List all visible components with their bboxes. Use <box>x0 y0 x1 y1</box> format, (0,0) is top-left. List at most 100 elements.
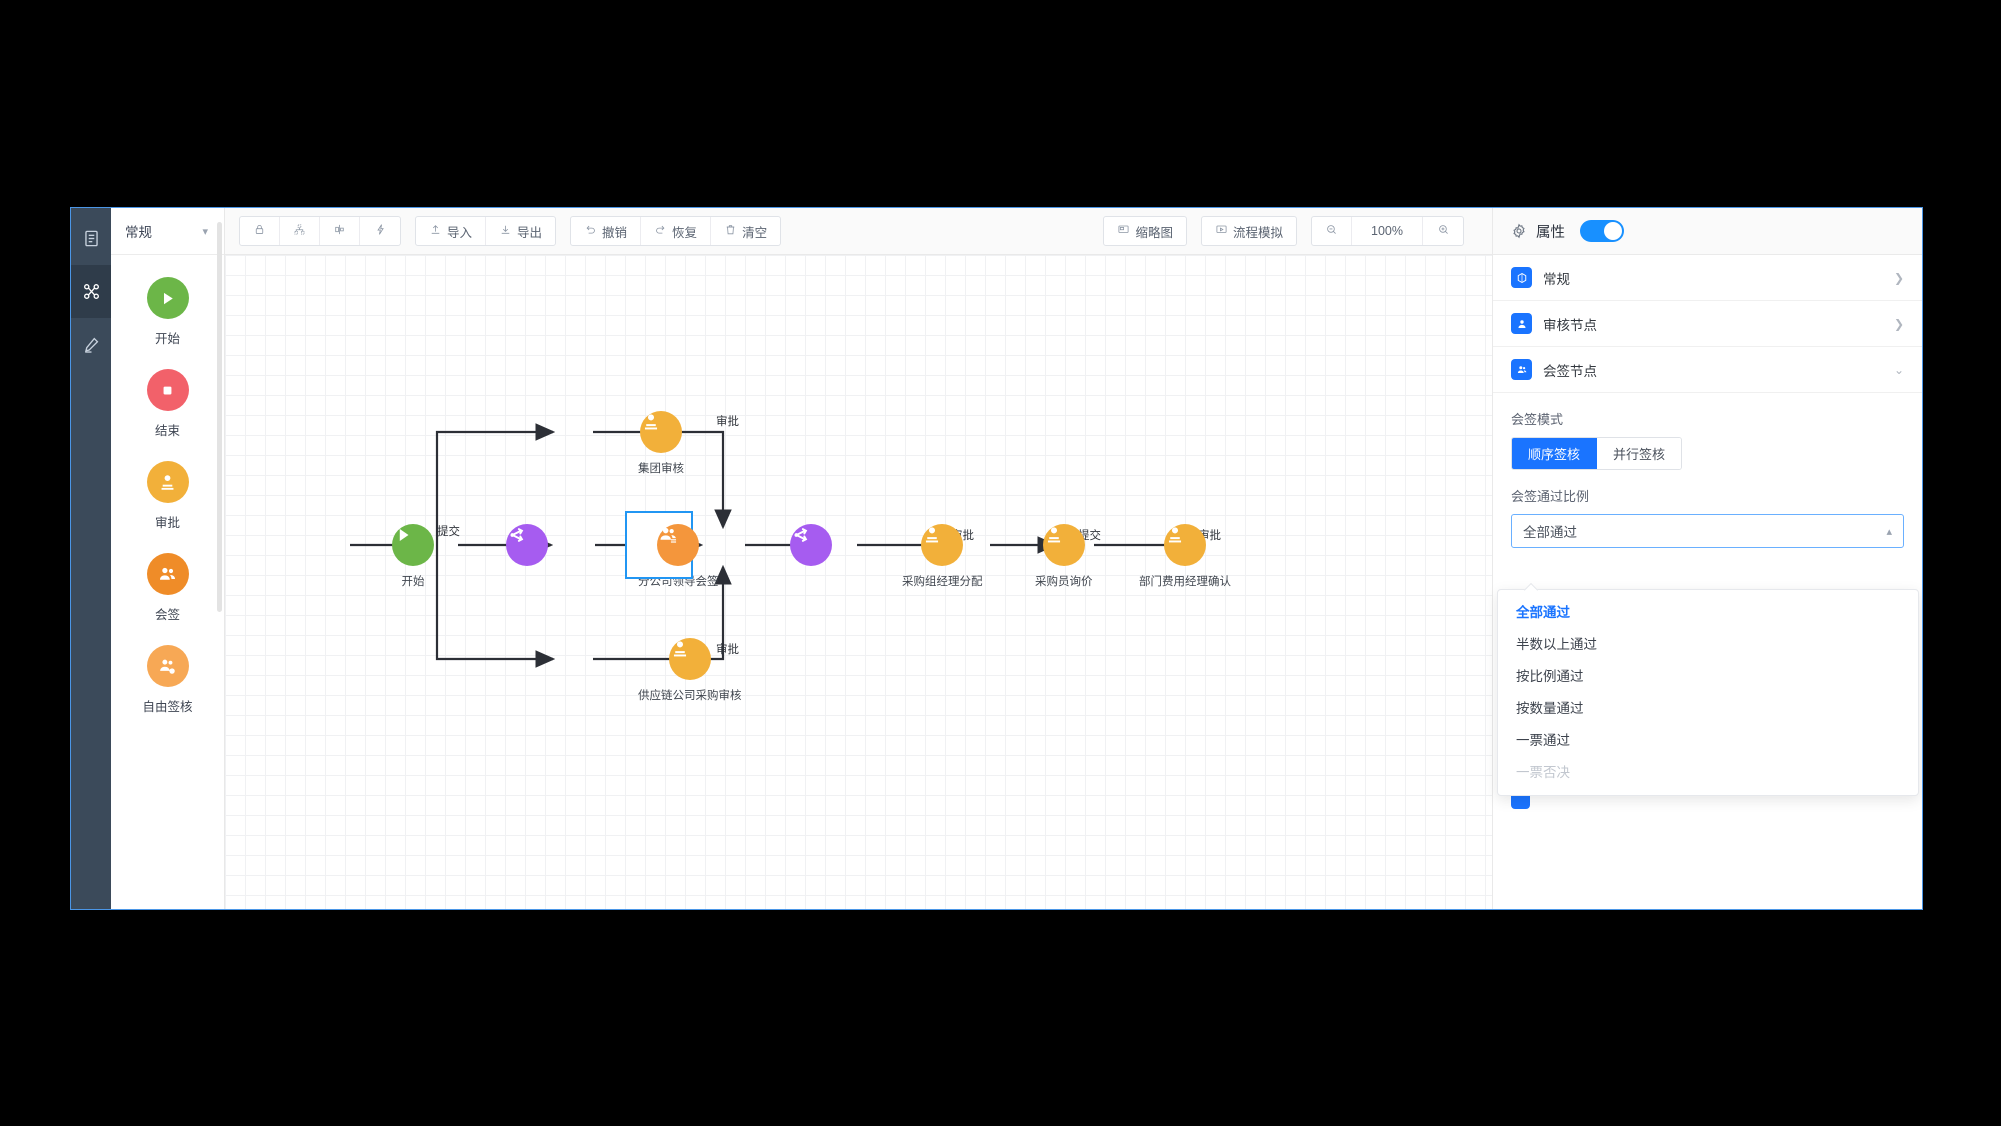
clear-button[interactable]: 清空 <box>711 217 780 245</box>
dropdown-option-count-pass[interactable]: 按数量通过 <box>1516 701 1584 716</box>
palette-item-start[interactable]: 开始 <box>111 277 224 347</box>
zoom-level[interactable]: 100% <box>1352 217 1423 245</box>
redo-label: 恢复 <box>672 225 698 240</box>
flow-node-group-review[interactable]: 集团审核 <box>638 411 684 476</box>
minimap-label: 缩略图 <box>1135 225 1173 240</box>
dropdown-option-all-pass[interactable]: 全部通过 <box>1516 605 1570 620</box>
flow-node-gateway-1[interactable] <box>506 524 548 566</box>
gear-icon <box>1511 223 1527 239</box>
countersign-mode-segmented: 顺序签核 并行签核 <box>1511 437 1683 470</box>
redo-button[interactable]: 恢复 <box>641 217 712 245</box>
auto-layout-button[interactable] <box>280 217 320 245</box>
page-title: 属性 <box>1536 224 1565 241</box>
flow-node-label: 开始 <box>401 576 425 588</box>
export-button[interactable]: 导出 <box>486 217 555 245</box>
flow-node-cost-confirm[interactable]: 部门费用经理确认 <box>1139 524 1231 589</box>
toolbar-icon-group <box>239 216 401 246</box>
dropdown-option-one-vote-veto: 一票否决 <box>1516 765 1570 780</box>
export-label: 导出 <box>517 225 543 240</box>
gateway-merge-icon <box>790 524 832 566</box>
flow-canvas[interactable]: 开始 集团审核 <box>225 255 1492 909</box>
clear-label: 清空 <box>742 225 768 240</box>
left-rail <box>71 208 111 909</box>
zoom-out-button[interactable] <box>1312 217 1352 245</box>
flow-node-gateway-2[interactable] <box>790 524 832 566</box>
mode-option-parallel[interactable]: 并行签核 <box>1597 438 1682 469</box>
accordion-general[interactable]: 常规 ❯ <box>1493 255 1922 301</box>
rail-item-style-editor[interactable] <box>71 318 111 371</box>
undo-button[interactable]: 撤销 <box>571 217 642 245</box>
palette-item-end[interactable]: 结束 <box>111 369 224 439</box>
flow-designer-app: 常规 ▾ 开始 结束 <box>70 207 1923 910</box>
palette-group-header[interactable]: 常规 ▾ <box>111 208 224 255</box>
accordion-review-node[interactable]: 审核节点 ❯ <box>1493 301 1922 347</box>
undo-label: 撤销 <box>602 225 628 240</box>
stop-square-icon <box>146 369 189 411</box>
pen-icon <box>82 335 101 354</box>
accordion-label: 审核节点 <box>1543 317 1597 333</box>
align-center-button[interactable] <box>320 217 360 245</box>
group-people-icon <box>657 524 700 566</box>
import-button[interactable]: 导入 <box>416 217 487 245</box>
properties-panel: 属性 常规 ❯ 审核节点 ❯ 会签节点 ⌄ 会签模式 <box>1492 208 1922 909</box>
flow-node-label: 供应链公司采购审核 <box>638 690 742 702</box>
palette-body: 开始 结束 审批 <box>111 255 224 909</box>
lock-button[interactable] <box>240 217 280 245</box>
upload-icon <box>429 223 442 239</box>
rail-item-flow-designer[interactable] <box>71 265 111 318</box>
accordion-label: 常规 <box>1543 271 1570 287</box>
lightning-button[interactable] <box>360 217 400 245</box>
undo-icon <box>584 223 597 239</box>
toolbar-io-group: 导入 导出 <box>415 216 557 246</box>
lock-icon <box>253 223 266 239</box>
flow-nodes-icon <box>82 282 101 301</box>
download-icon <box>499 223 512 239</box>
form-icon <box>82 229 101 248</box>
pass-ratio-select[interactable]: 全部通过 ▴ <box>1511 514 1904 548</box>
simulate-button[interactable]: 流程模拟 <box>1202 217 1296 245</box>
flow-node-label: 采购组经理分配 <box>902 576 983 588</box>
play-icon <box>146 277 189 319</box>
zoom-out-icon <box>1325 223 1338 239</box>
person-icon <box>1511 313 1532 334</box>
approval-person-icon <box>640 411 682 453</box>
palette-item-label: 自由签核 <box>142 700 193 714</box>
palette-item-label: 开始 <box>154 332 180 346</box>
flow-node-start[interactable]: 开始 <box>392 524 434 589</box>
accordion-countersign-node[interactable]: 会签节点 ⌄ <box>1493 347 1922 393</box>
chevron-right-icon: ❯ <box>1893 270 1904 285</box>
flow-node-buyer-quote[interactable]: 采购员询价 <box>1035 524 1093 589</box>
palette-item-approval[interactable]: 审批 <box>111 461 224 531</box>
zoom-in-button[interactable] <box>1423 217 1463 245</box>
palette-item-countersign[interactable]: 会签 <box>111 553 224 623</box>
chevron-down-icon: ▾ <box>202 225 208 238</box>
dropdown-option-majority-pass[interactable]: 半数以上通过 <box>1516 637 1597 652</box>
flow-node-buyer-assign[interactable]: 采购组经理分配 <box>902 524 983 589</box>
pass-ratio-dropdown[interactable]: 全部通过 半数以上通过 按比例通过 按数量通过 一票通过 一票否决 <box>1497 589 1919 796</box>
edge-label: 审批 <box>716 644 739 656</box>
dropdown-option-ratio-pass[interactable]: 按比例通过 <box>1516 669 1584 684</box>
palette-item-label: 会签 <box>154 608 180 622</box>
dropdown-option-one-vote-pass[interactable]: 一票通过 <box>1516 733 1570 748</box>
properties-toggle[interactable] <box>1580 220 1624 242</box>
main-area: 导入 导出 撤销 <box>225 208 1492 909</box>
play-icon <box>392 524 434 566</box>
palette-scrollbar[interactable] <box>217 222 222 612</box>
toolbar-simulate-group: 流程模拟 <box>1200 216 1297 246</box>
mode-option-sequential[interactable]: 顺序签核 <box>1512 438 1598 469</box>
node-palette: 常规 ▾ 开始 结束 <box>111 208 225 909</box>
toolbar-zoom-group: 100% <box>1311 216 1464 246</box>
edge-label: 审批 <box>716 416 739 428</box>
toggle-knob <box>1604 222 1622 240</box>
flow-node-supply-review[interactable]: 供应链公司采购审核 <box>638 638 742 703</box>
redo-icon <box>654 223 667 239</box>
rail-item-form-designer[interactable] <box>71 212 111 265</box>
flow-node-subsidiary-countersign[interactable]: 分公司领导会签 <box>625 511 719 589</box>
toolbar-history-group: 撤销 恢复 清空 <box>570 216 782 246</box>
flow-node-label: 部门费用经理确认 <box>1139 576 1231 588</box>
toolbar-minimap-group: 缩略图 <box>1103 216 1187 246</box>
pass-ratio-value: 全部通过 <box>1523 525 1577 540</box>
palette-item-free-sign[interactable]: 自由签核 <box>111 645 224 715</box>
trash-icon <box>724 223 737 239</box>
minimap-button[interactable]: 缩略图 <box>1104 217 1186 245</box>
